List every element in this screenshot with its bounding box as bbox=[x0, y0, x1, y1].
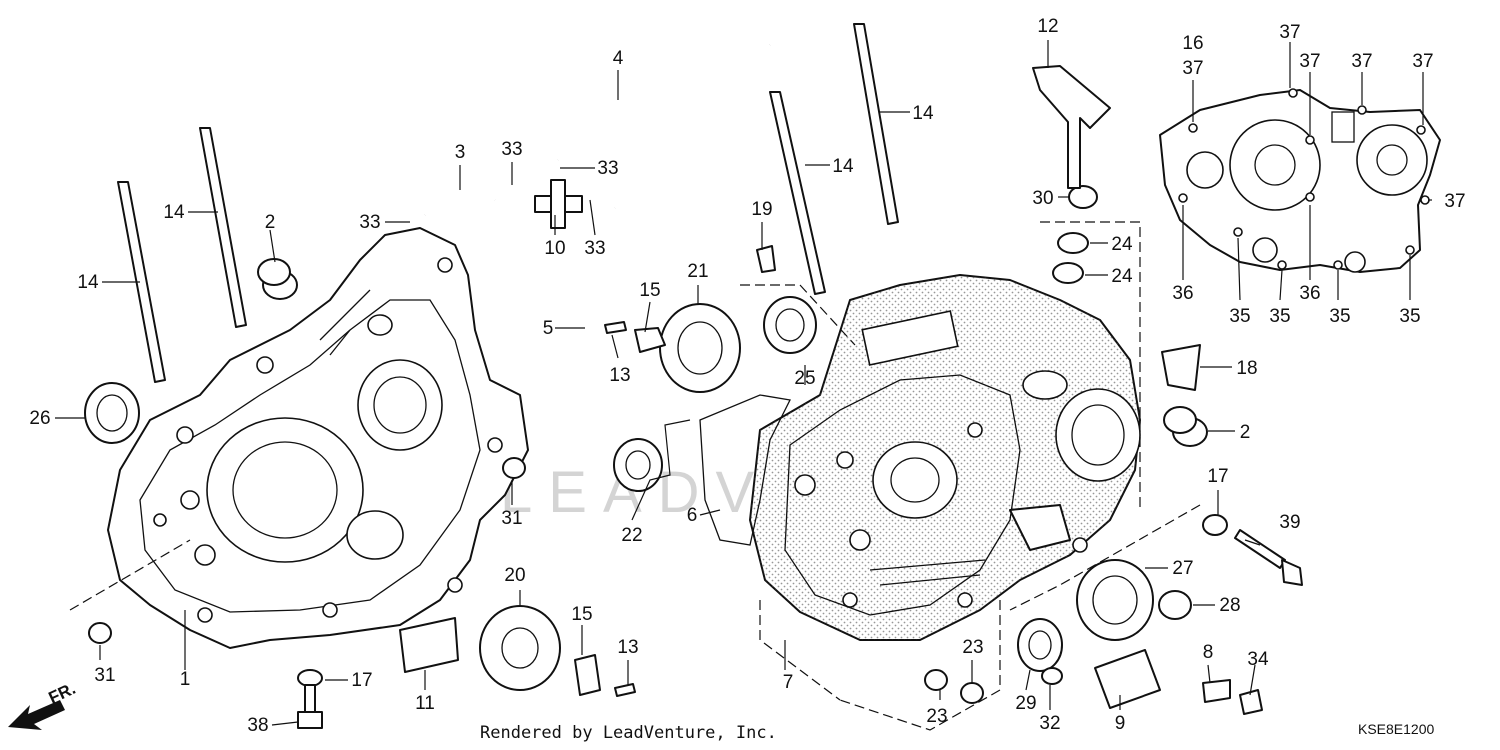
breather-hoses bbox=[420, 43, 775, 396]
callout-36: 36 bbox=[1172, 283, 1193, 304]
callout-28: 28 bbox=[1219, 595, 1240, 616]
callout-35: 35 bbox=[1229, 306, 1250, 327]
callout-6: 6 bbox=[687, 505, 698, 526]
callout-27: 27 bbox=[1172, 558, 1193, 579]
callout-14: 14 bbox=[832, 156, 854, 177]
arrow-front-icon bbox=[8, 700, 65, 730]
callout-15: 15 bbox=[571, 604, 592, 625]
callout-1: 1 bbox=[180, 669, 191, 690]
callout-20: 20 bbox=[504, 565, 525, 586]
callout-13: 13 bbox=[609, 365, 630, 386]
callout-37: 37 bbox=[1279, 22, 1300, 43]
stud-bolts bbox=[117, 23, 899, 383]
callout-24: 24 bbox=[1111, 234, 1133, 255]
callout-21: 21 bbox=[687, 261, 708, 282]
callout-16: 16 bbox=[1182, 33, 1203, 54]
callout-35: 35 bbox=[1269, 306, 1290, 327]
left-crankcase-half bbox=[107, 227, 529, 649]
callout-8: 8 bbox=[1203, 642, 1214, 663]
callout-19: 19 bbox=[751, 199, 772, 220]
callout-32: 32 bbox=[1039, 713, 1060, 734]
callout-37: 37 bbox=[1182, 58, 1203, 79]
diagram-code: KSE8E1200 bbox=[1358, 721, 1434, 737]
assembly-guide-lines bbox=[69, 221, 1201, 731]
callout-18: 18 bbox=[1236, 358, 1257, 379]
callout-numbers: 1 2 2 3 4 5 6 7 8 9 10 11 12 13 13 14 14… bbox=[29, 16, 1465, 736]
callout-7: 7 bbox=[783, 672, 794, 693]
callout-33: 33 bbox=[359, 212, 380, 233]
callout-14: 14 bbox=[912, 103, 934, 124]
right-crankcase-half bbox=[749, 274, 1141, 641]
callout-17: 17 bbox=[351, 670, 372, 691]
callout-17: 17 bbox=[1207, 466, 1228, 487]
callout-3: 3 bbox=[455, 142, 466, 163]
callout-33: 33 bbox=[597, 158, 618, 179]
callout-38: 38 bbox=[247, 715, 268, 736]
callout-10: 10 bbox=[544, 238, 565, 259]
callout-31: 31 bbox=[501, 508, 522, 529]
small-parts bbox=[84, 65, 1303, 729]
callout-37: 37 bbox=[1412, 51, 1433, 72]
callout-13: 13 bbox=[617, 637, 638, 658]
rendered-by-credit: Rendered by LeadVenture, Inc. bbox=[480, 723, 777, 743]
callout-33: 33 bbox=[501, 139, 522, 160]
callout-9: 9 bbox=[1115, 713, 1126, 734]
front-direction-indicator: FR. bbox=[8, 679, 79, 730]
callout-37: 37 bbox=[1299, 51, 1320, 72]
callout-29: 29 bbox=[1015, 693, 1036, 714]
callout-35: 35 bbox=[1399, 306, 1420, 327]
callout-35: 35 bbox=[1329, 306, 1350, 327]
crankcase-cover-outline bbox=[1159, 88, 1441, 273]
callout-25: 25 bbox=[794, 368, 815, 389]
callout-24: 24 bbox=[1111, 266, 1133, 287]
callout-30: 30 bbox=[1032, 188, 1053, 209]
callout-5: 5 bbox=[543, 318, 554, 339]
callout-36: 36 bbox=[1299, 283, 1320, 304]
callout-2: 2 bbox=[265, 212, 276, 233]
callout-11: 11 bbox=[415, 693, 435, 714]
callout-22: 22 bbox=[621, 525, 642, 546]
callout-39: 39 bbox=[1279, 512, 1300, 533]
callout-12: 12 bbox=[1037, 16, 1058, 37]
front-label: FR. bbox=[46, 679, 79, 708]
callout-34: 34 bbox=[1247, 649, 1269, 670]
callout-2: 2 bbox=[1240, 422, 1251, 443]
callout-23: 23 bbox=[926, 706, 947, 727]
callout-14: 14 bbox=[163, 202, 185, 223]
crankcase-gasket bbox=[699, 394, 791, 546]
leader-lines bbox=[55, 40, 1432, 726]
callout-23: 23 bbox=[962, 637, 983, 658]
callout-37: 37 bbox=[1444, 191, 1465, 212]
callout-33: 33 bbox=[584, 238, 605, 259]
callout-4: 4 bbox=[613, 48, 624, 69]
callout-26: 26 bbox=[29, 408, 50, 429]
callout-14: 14 bbox=[77, 272, 99, 293]
callout-15: 15 bbox=[639, 280, 660, 301]
callout-37: 37 bbox=[1351, 51, 1372, 72]
callout-31: 31 bbox=[94, 665, 115, 686]
